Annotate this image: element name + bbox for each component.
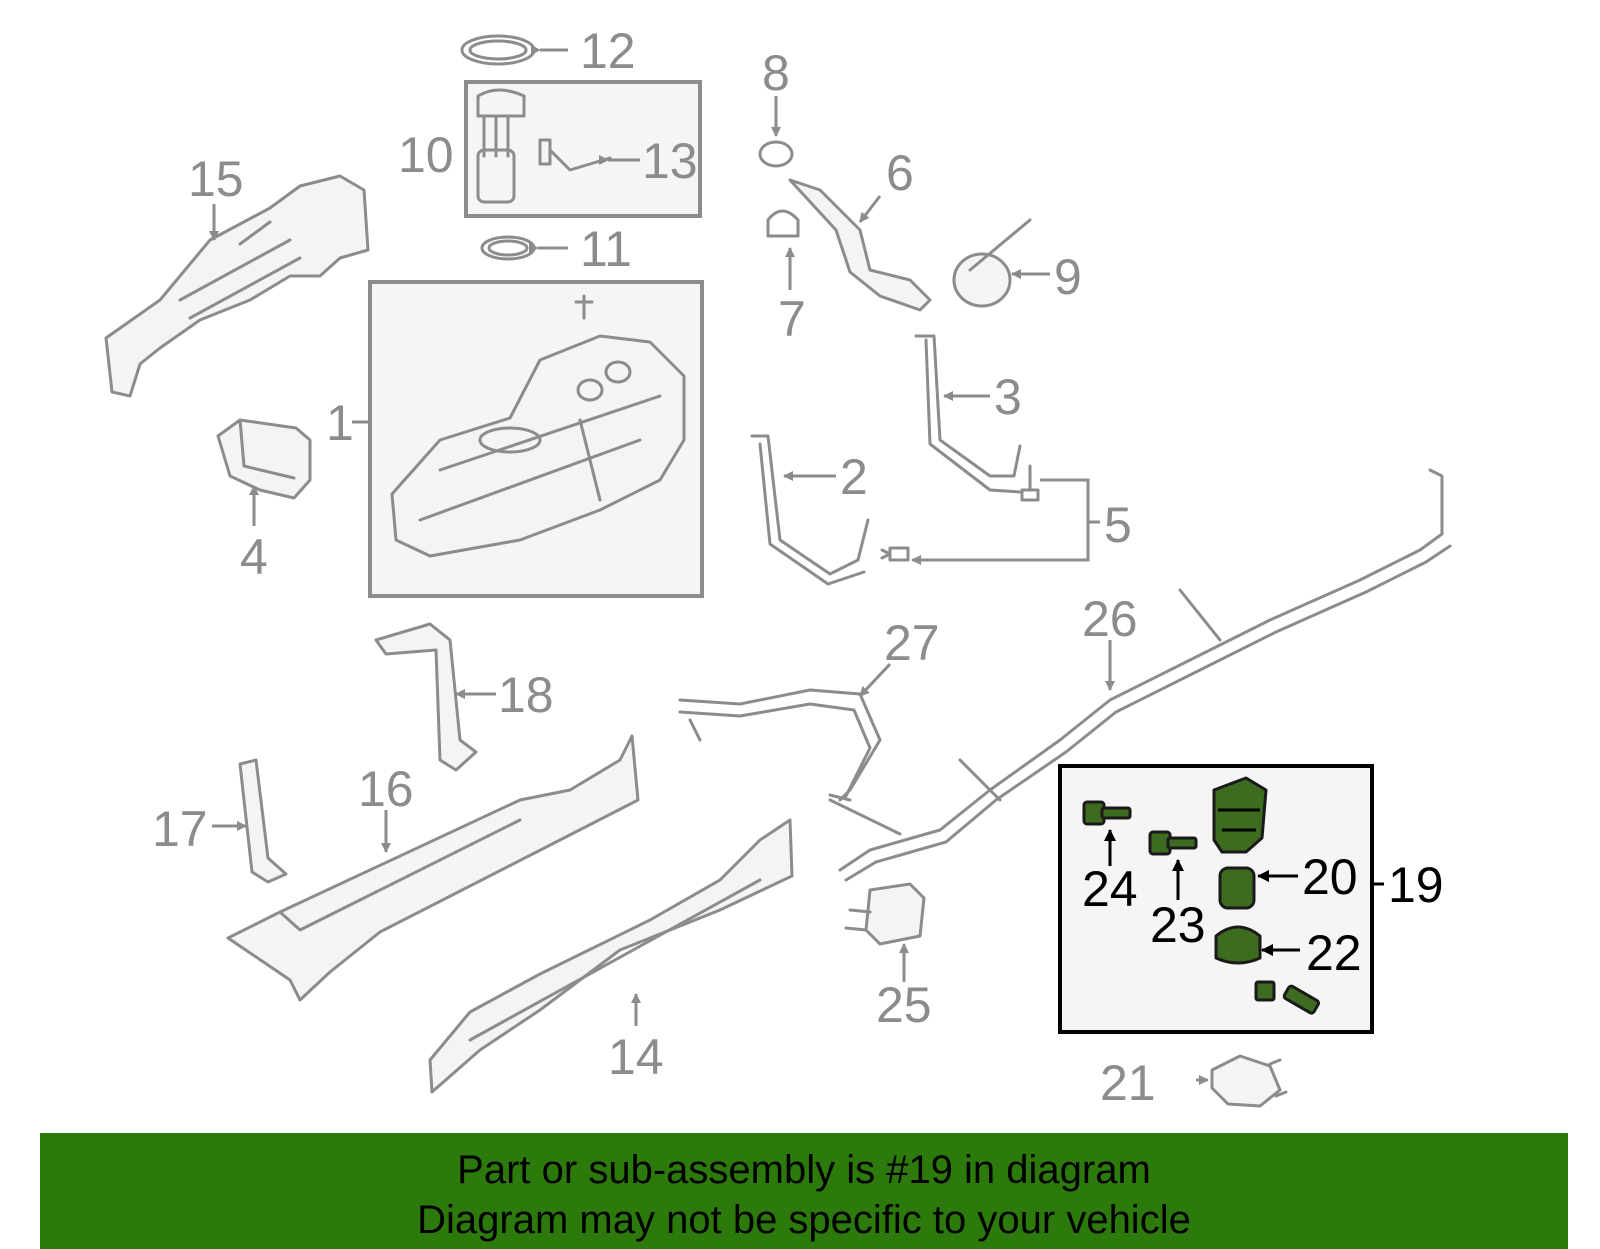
banner-line-2: Diagram may not be specific to your vehi… (417, 1198, 1191, 1242)
callout-10: 10 (398, 127, 454, 183)
part-26-fuel-lines (828, 468, 1452, 882)
callout-17: 17 (152, 801, 208, 857)
callout-7: 7 (778, 291, 806, 347)
part-8-cap (758, 96, 794, 168)
callout-1: 1 (326, 395, 354, 451)
callout-14: 14 (608, 1029, 664, 1085)
callout-16: 16 (358, 761, 414, 817)
part-9-filler-housing (952, 218, 1050, 308)
part-15-shield (104, 174, 370, 398)
callout-20: 20 (1302, 849, 1358, 905)
part-3-strap (914, 334, 1022, 494)
part-7-bezel (766, 209, 800, 290)
part-5-bolts (880, 464, 1100, 565)
callout-15: 15 (188, 151, 244, 207)
part-22-cap (1214, 925, 1300, 965)
callout-27: 27 (884, 615, 940, 671)
part-17-strap (212, 758, 288, 884)
callout-6: 6 (886, 145, 914, 201)
part-19-filter-housing (1212, 776, 1268, 854)
part-12-seal (460, 34, 568, 66)
callout-12: 12 (580, 23, 636, 79)
callout-18: 18 (498, 667, 554, 723)
part-27-fuel-lines (678, 662, 892, 802)
part-19-assembly-box (1058, 764, 1384, 1034)
callout-25: 25 (876, 977, 932, 1033)
part-24-bolt (1082, 800, 1132, 866)
part-25-valve (844, 882, 926, 982)
banner-line-1: Part or sub-assembly is #19 in diagram (457, 1148, 1151, 1192)
notice-banner: Part or sub-assembly is #19 in diagram D… (40, 1133, 1568, 1249)
callout-2: 2 (840, 449, 868, 505)
part-21-bracket (1196, 1054, 1288, 1108)
callout-24: 24 (1082, 861, 1138, 917)
callout-3: 3 (994, 369, 1022, 425)
part-4-bracket (216, 418, 312, 526)
callout-8: 8 (762, 45, 790, 101)
part-16-skid-plate (226, 734, 640, 1002)
part-11-seal (480, 235, 568, 261)
part-14-skid-plate (428, 818, 794, 1094)
part-10-fuel-pump-box (464, 80, 702, 218)
callout-21: 21 (1100, 1055, 1156, 1111)
callout-22: 22 (1306, 925, 1362, 981)
callout-4: 4 (240, 529, 268, 585)
callout-13: 13 (642, 133, 698, 189)
part-6-filler-pipe (788, 178, 932, 312)
part-2-strap (750, 434, 870, 586)
callout-26: 26 (1082, 591, 1138, 647)
callout-9: 9 (1054, 249, 1082, 305)
part-1-fuel-tank-box (352, 280, 704, 598)
callout-23: 23 (1150, 897, 1206, 953)
callout-11: 11 (580, 221, 632, 277)
part-23-bolt (1148, 830, 1198, 900)
part-18-strap (374, 622, 496, 772)
part-20-filter (1218, 866, 1298, 910)
part-19-clip-bolt (1254, 980, 1320, 1015)
callout-19: 19 (1388, 857, 1444, 913)
callout-5: 5 (1104, 497, 1132, 553)
